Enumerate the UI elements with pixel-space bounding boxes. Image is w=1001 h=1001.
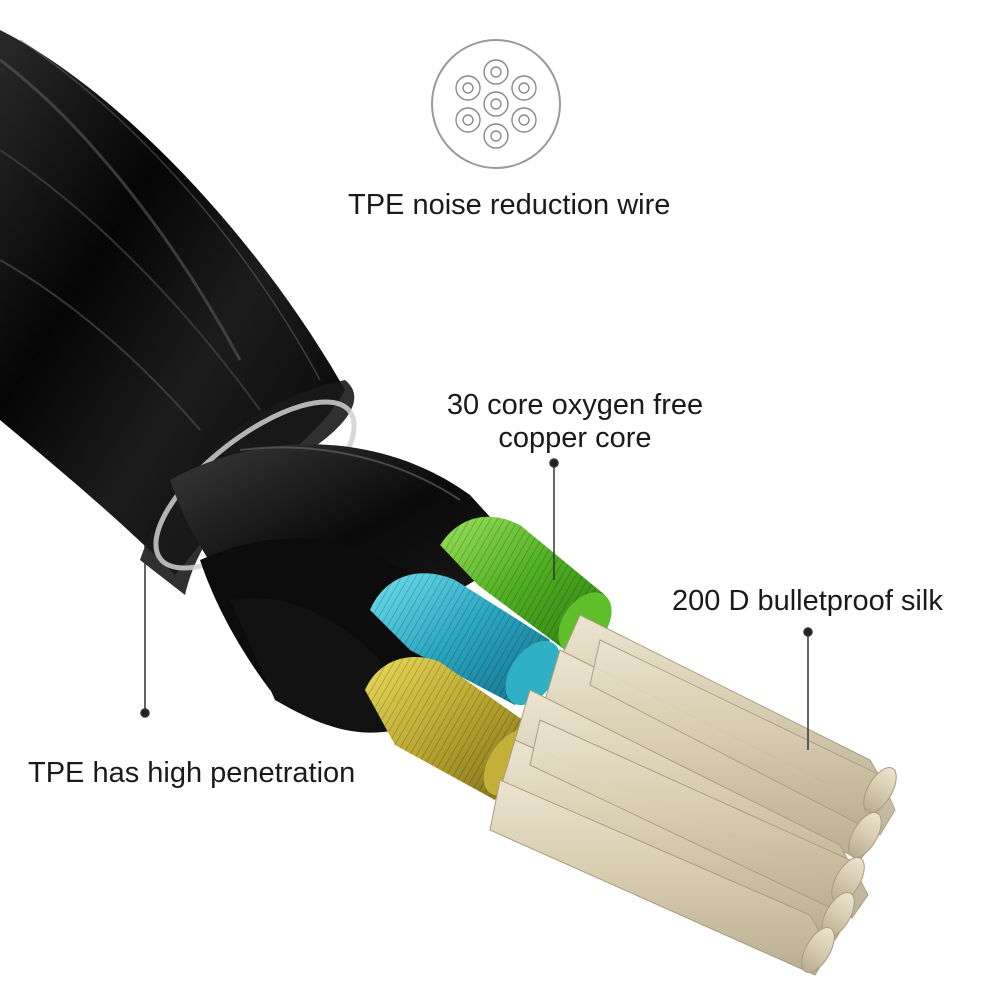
tpe-penetration-label: TPE has high penetration (28, 757, 356, 789)
copper-leader-dot (549, 458, 559, 468)
cross-section-icon (431, 39, 561, 169)
copper-core-label-line2: copper core (498, 422, 652, 454)
copper-core-label-line1: 30 core oxygen free (446, 389, 704, 421)
silk-fibers (489, 614, 897, 976)
noise-wire-label: TPE noise reduction wire (348, 189, 671, 221)
silk-label: 200 D bulletproof silk (672, 585, 943, 617)
tpe-leader-dot (140, 708, 150, 718)
cyan-copper-bundle (370, 573, 561, 706)
callout-lines (140, 458, 813, 750)
silk-leader-dot (803, 627, 813, 637)
